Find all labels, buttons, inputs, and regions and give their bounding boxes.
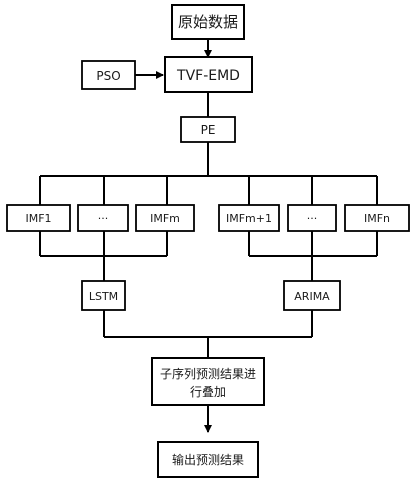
- arima-label: ARIMA: [294, 290, 330, 303]
- node-tvf-emd: TVF-EMD: [164, 56, 253, 93]
- imfn-label: IMFn: [364, 212, 390, 225]
- lstm-label: LSTM: [89, 290, 118, 303]
- node-imfm: IMFm: [135, 204, 195, 232]
- node-arima: ARIMA: [283, 280, 341, 311]
- node-pe: PE: [180, 116, 236, 143]
- ellipsis-left-label: ···: [98, 212, 109, 225]
- superpose-label-line1: 子序列预测结果进: [160, 366, 256, 381]
- ellipsis-right-label: ···: [307, 212, 318, 225]
- pso-label: PSO: [96, 69, 120, 83]
- node-output: 输出预测结果: [157, 441, 259, 478]
- edges: [39, 39, 378, 433]
- node-imf1: IMF1: [6, 204, 71, 232]
- node-raw-data: 原始数据: [171, 4, 245, 40]
- pe-label: PE: [201, 123, 216, 137]
- imfm-label: IMFm: [150, 212, 180, 225]
- node-pso: PSO: [81, 60, 136, 90]
- node-imfn: IMFn: [344, 204, 410, 232]
- superpose-label-line2: 行叠加: [190, 385, 226, 399]
- node-ellipsis-right: ···: [287, 204, 337, 232]
- node-ellipsis-left: ···: [77, 204, 129, 232]
- imf1-label: IMF1: [25, 212, 51, 225]
- output-label: 输出预测结果: [172, 452, 244, 467]
- node-imfm1: IMFm+1: [218, 204, 280, 232]
- imfm1-label: IMFm+1: [226, 212, 272, 225]
- tvf-emd-label: TVF-EMD: [176, 68, 240, 84]
- node-lstm: LSTM: [81, 280, 126, 311]
- raw-data-label: 原始数据: [178, 13, 238, 31]
- node-superpose: 子序列预测结果进 行叠加: [151, 357, 265, 406]
